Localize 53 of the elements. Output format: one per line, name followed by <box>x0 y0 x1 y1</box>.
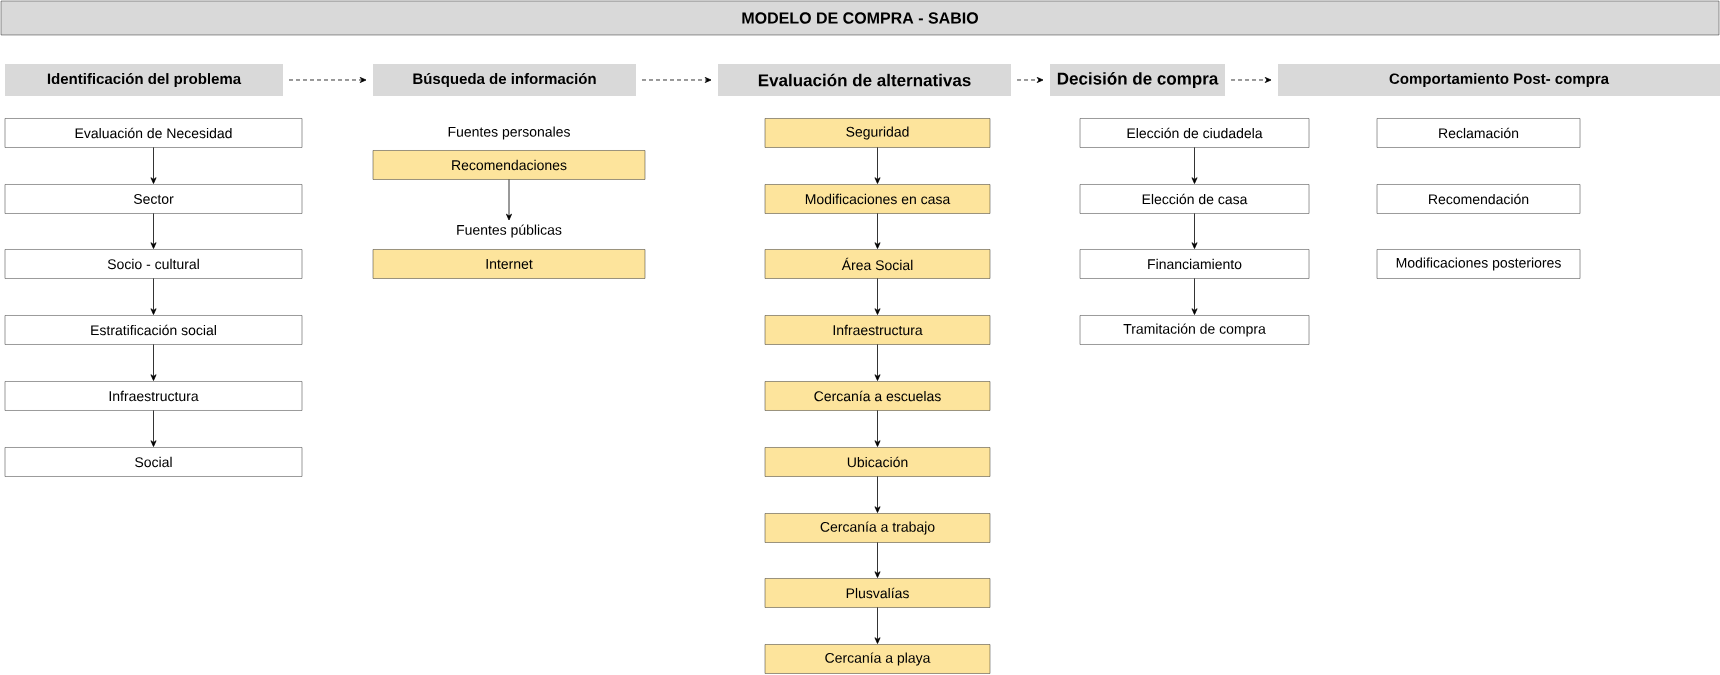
source-label: Fuentes personales <box>448 126 570 140</box>
criteria-box: Modificaciones en casa <box>764 184 991 214</box>
criteria-box: Área Social <box>764 249 991 279</box>
process-box: Reclamación <box>1376 118 1581 148</box>
header-box: Evaluación de alternativas <box>718 64 1011 96</box>
process-box: Social <box>4 447 303 477</box>
criteria-box: Cercanía a trabajo <box>764 513 991 543</box>
arrow <box>874 344 881 381</box>
arrow <box>150 213 157 249</box>
process-box: Elección de ciudadela <box>1079 118 1310 148</box>
criteria-box: Seguridad <box>764 118 991 148</box>
process-box: Infraestructura <box>4 381 303 411</box>
arrow <box>874 410 881 447</box>
source-label: Fuentes públicas <box>457 224 562 238</box>
arrow <box>150 147 157 184</box>
arrow <box>1191 213 1198 249</box>
arrow <box>641 77 712 83</box>
criteria-box: Plusvalías <box>764 578 991 608</box>
arrow <box>1191 278 1198 315</box>
arrow <box>288 77 367 83</box>
arrow <box>874 607 881 644</box>
process-box: Elección de casa <box>1079 184 1310 214</box>
arrow <box>874 476 881 513</box>
arrow <box>150 278 157 315</box>
header-box: Decisión de compra <box>1050 64 1225 96</box>
criteria-box: Cercanía a escuelas <box>764 381 991 411</box>
process-box: Sector <box>4 184 303 214</box>
process-box: Tramitación de compra <box>1079 315 1310 345</box>
arrow <box>1191 147 1198 184</box>
criteria-box: Cercanía a playa <box>764 644 991 674</box>
criteria-box: Recomendaciones <box>372 150 646 180</box>
arrow <box>874 278 881 315</box>
arrow <box>506 179 512 221</box>
criteria-box: Internet <box>372 249 646 279</box>
arrow <box>1016 77 1044 83</box>
arrow <box>874 213 881 249</box>
header-box: Identificación del problema <box>5 64 283 96</box>
arrow <box>874 147 881 184</box>
criteria-box: Infraestructura <box>764 315 991 345</box>
criteria-box: Ubicación <box>764 447 991 477</box>
arrow <box>874 542 881 578</box>
process-box: Evaluación de Necesidad <box>4 118 303 148</box>
header-box: Comportamiento Post- compra <box>1278 64 1720 96</box>
arrow <box>150 410 157 447</box>
process-box: Financiamiento <box>1079 249 1310 279</box>
arrow <box>1230 77 1272 83</box>
title-bar: MODELO DE COMPRA - SABIO <box>0 0 1720 36</box>
process-box: Recomendación <box>1376 184 1581 214</box>
process-box: Estratificación social <box>4 315 303 345</box>
arrow <box>150 344 157 381</box>
process-box: Modificaciones posteriores <box>1376 249 1581 279</box>
process-box: Socio - cultural <box>4 249 303 279</box>
header-box: Búsqueda de información <box>373 64 636 96</box>
